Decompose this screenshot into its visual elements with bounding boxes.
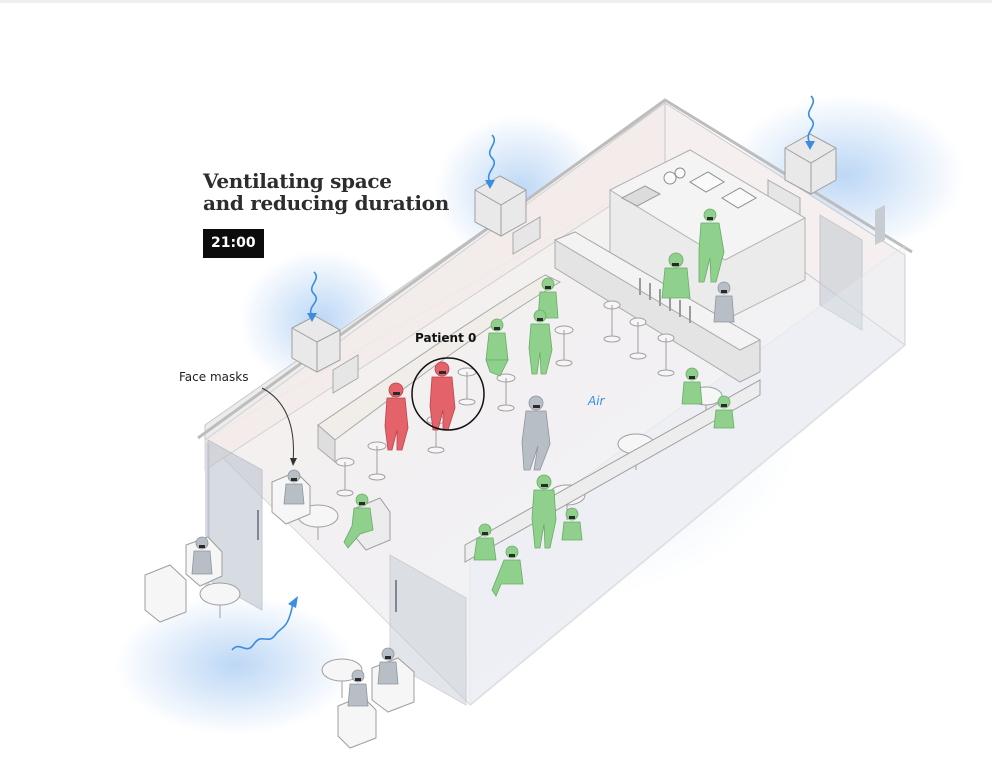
face-masks-pointer	[261, 387, 294, 463]
top-divider	[0, 0, 992, 3]
patient-zero-highlight	[411, 357, 485, 431]
person-masked	[485, 318, 509, 377]
ventilation-units	[231, 95, 837, 651]
person-masked-seated	[283, 469, 305, 505]
diagram-title: Ventilating space and reducing duration	[203, 170, 503, 214]
person-masked	[491, 545, 524, 597]
person-masked	[531, 474, 557, 549]
person-masked	[343, 493, 374, 549]
title-line-2: and reducing duration	[203, 191, 449, 215]
patient-zero	[429, 361, 456, 431]
face-masks-label: Face masks	[179, 370, 249, 384]
person-masked	[473, 523, 497, 561]
time-badge: 21:00	[203, 229, 264, 258]
patient-label: Patient 0	[415, 331, 477, 345]
person-masked	[681, 367, 703, 405]
person-seated	[191, 536, 213, 575]
person-seated	[347, 669, 369, 707]
title-line-1: Ventilating space	[203, 169, 392, 193]
person-infected	[384, 382, 409, 451]
air-label: Air	[588, 394, 605, 408]
people	[191, 208, 735, 707]
bar-and-kitchen	[317, 149, 807, 464]
